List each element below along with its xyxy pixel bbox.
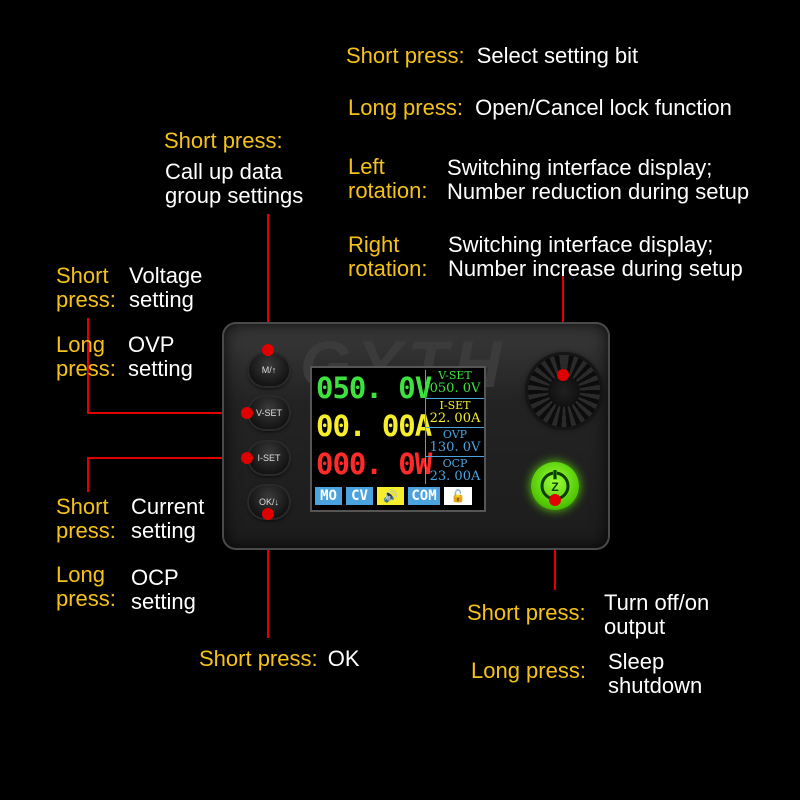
callout-dot <box>557 369 569 381</box>
output-current: 00. 00A <box>316 409 432 443</box>
annotation-text: Select setting bit <box>476 43 639 68</box>
vset-button[interactable]: V-SET <box>249 397 289 429</box>
annotation-text: Switching interface display; <box>447 155 713 180</box>
annotation-text: setting <box>129 287 194 312</box>
annotation-text: setting <box>131 589 196 614</box>
ocp-label: OCP <box>442 457 468 470</box>
cv-indicator: CV <box>346 487 373 505</box>
vset-short-press-text: Voltage setting <box>129 264 202 312</box>
status-bar: MO CV 🔊 COM 🔓 <box>315 487 481 507</box>
output-voltage: 050. 0V <box>316 371 432 405</box>
annotation-key: Long <box>56 332 105 357</box>
annotation-text: OVP <box>128 332 175 357</box>
vset-panel: V-SET 050. 0V <box>428 370 482 396</box>
m-up-button[interactable]: M/↑ <box>249 354 289 386</box>
callout-dot <box>241 407 253 419</box>
annotation-text: Voltage <box>129 263 203 288</box>
annotation-text: Turn off/on <box>604 590 710 615</box>
iset-button[interactable]: I-SET <box>249 442 289 474</box>
callout-dot <box>549 494 561 506</box>
annotation-key: Short <box>56 263 109 288</box>
annotation-key: rotation: <box>348 178 428 203</box>
annotation-text: OK <box>327 646 360 671</box>
power-short-press-key: Short press: <box>467 600 586 625</box>
annotation-key: Long <box>56 562 105 587</box>
screen-divider <box>426 398 484 399</box>
callout-dot <box>241 452 253 464</box>
vset-long-press-text: OVP setting <box>128 333 193 381</box>
iset-panel: I-SET 22. 00A <box>428 400 482 426</box>
knob-left-rotation-key: Left rotation: <box>348 155 428 203</box>
vset-label: V-SET <box>438 369 472 382</box>
annotation-key: Right <box>348 232 400 257</box>
annotation-text: output <box>604 614 666 639</box>
annotation-text: Number increase during setup <box>448 256 743 281</box>
screen-divider <box>426 456 484 457</box>
ovp-value: 130. 0V <box>429 440 481 455</box>
annotation-text: OCP <box>131 565 179 590</box>
power-long-press-text: Sleep shutdown <box>608 650 702 698</box>
screen-divider <box>425 370 426 484</box>
knob-right-rotation-text: Switching interface display; Number incr… <box>448 233 743 281</box>
knob-long-press-annotation: Long press: Open/Cancel lock function <box>348 96 732 120</box>
annotation-key: press: <box>56 518 116 543</box>
annotation-text: group settings <box>165 183 304 208</box>
annotation-key: Short press: <box>346 43 465 68</box>
knob-right-rotation-key: Right rotation: <box>348 233 428 281</box>
callout-dot <box>262 344 274 356</box>
svg-text:Z: Z <box>551 480 558 494</box>
annotation-key: press: <box>56 287 116 312</box>
annotation-text: setting <box>128 356 193 381</box>
annotation-key: Long press: <box>348 95 463 120</box>
callout-dot <box>262 508 274 520</box>
ocp-panel: OCP 23. 00A <box>428 458 482 484</box>
annotation-text: Current <box>131 494 205 519</box>
vset-short-press-key: Short press: <box>56 264 116 312</box>
annotation-text: Switching interface display; <box>448 232 714 257</box>
iset-long-press-key: Long press: <box>56 563 116 611</box>
vset-long-press-key: Long press: <box>56 333 116 381</box>
annotation-text: setting <box>131 518 196 543</box>
ovp-label: OVP <box>442 428 468 441</box>
annotation-key: Short press: <box>199 646 318 671</box>
com-indicator: COM <box>408 487 440 505</box>
m-short-press-key: Short press: <box>164 128 283 153</box>
power-long-press-key: Long press: <box>471 658 586 683</box>
output-power: 000. 0W <box>316 447 432 481</box>
annotation-key: press: <box>56 356 116 381</box>
m-short-press-text: Call up data group settings <box>165 160 303 208</box>
iset-long-press-text: OCP setting <box>131 566 196 614</box>
ovp-panel: OVP 130. 0V <box>428 429 482 455</box>
annotation-text: Number reduction during setup <box>447 179 750 204</box>
iset-label: I-SET <box>439 399 471 412</box>
annotation-text: shutdown <box>608 673 703 698</box>
annotation-text: Sleep <box>608 649 665 674</box>
annotation-key: Short <box>56 494 109 519</box>
annotation-text: Call up data <box>165 159 283 184</box>
annotation-text: Open/Cancel lock function <box>475 95 732 120</box>
annotation-key: Left <box>348 154 385 179</box>
mode-indicator: MO <box>315 487 342 505</box>
lcd-screen: 050. 0V 00. 00A 000. 0W V-SET 050. 0V I-… <box>310 366 486 512</box>
sound-icon: 🔊 <box>377 487 404 505</box>
vset-value: 050. 0V <box>429 381 481 396</box>
ok-short-press-annotation: Short press: OK <box>199 647 360 671</box>
iset-short-press-text: Current setting <box>131 495 204 543</box>
ocp-value: 23. 00A <box>429 469 481 484</box>
annotation-key: press: <box>56 586 116 611</box>
annotation-key: rotation: <box>348 256 428 281</box>
iset-value: 22. 00A <box>429 411 481 426</box>
knob-short-press-annotation: Short press: Select setting bit <box>346 44 638 68</box>
screen-divider <box>426 427 484 428</box>
power-short-press-text: Turn off/on output <box>604 591 709 639</box>
lock-icon: 🔓 <box>444 487 472 505</box>
knob-left-rotation-text: Switching interface display; Number redu… <box>447 156 749 204</box>
iset-short-press-key: Short press: <box>56 495 116 543</box>
